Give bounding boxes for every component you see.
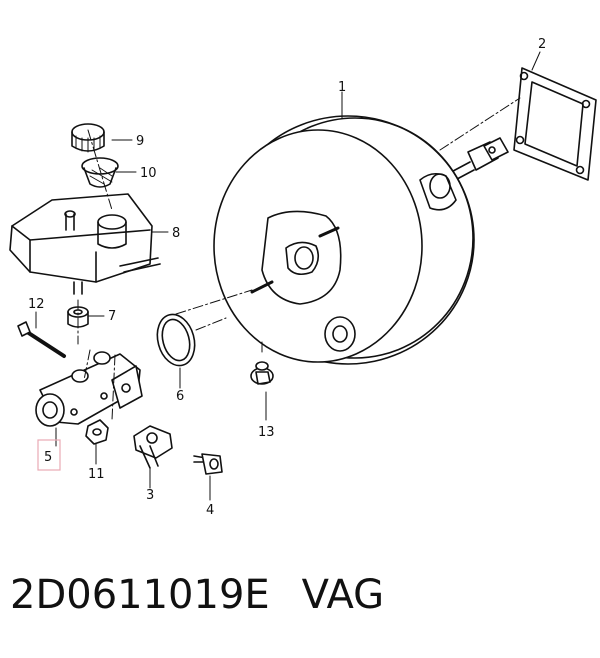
callout-5: 5 bbox=[44, 450, 52, 465]
screw-fastener bbox=[250, 361, 274, 385]
nut bbox=[85, 419, 109, 445]
leader-lines bbox=[35, 51, 541, 501]
assembly-lines bbox=[77, 97, 521, 421]
callout-1: 1 bbox=[338, 80, 346, 95]
callout-4: 4 bbox=[206, 503, 214, 518]
part-caption: 2D0611019E VAG bbox=[10, 572, 384, 618]
callout-3: 3 bbox=[146, 488, 154, 503]
long-bolt bbox=[17, 321, 66, 358]
callout-10: 10 bbox=[140, 166, 157, 181]
strainer bbox=[81, 157, 119, 188]
gasket-plate bbox=[513, 67, 597, 181]
o-ring bbox=[156, 313, 196, 367]
callout-2: 2 bbox=[538, 37, 546, 52]
callout-8: 8 bbox=[172, 226, 180, 241]
callout-13: 13 bbox=[258, 425, 275, 440]
callout-5-highlight bbox=[37, 439, 61, 471]
callout-6: 6 bbox=[176, 389, 184, 404]
callouts: 1 2 3 4 5 6 7 8 9 10 11 12 13 bbox=[28, 37, 546, 518]
callout-7: 7 bbox=[108, 309, 116, 324]
banjo-fitting bbox=[133, 425, 173, 469]
master-cylinder bbox=[35, 351, 143, 427]
part-number: 2D0611019E bbox=[10, 572, 270, 618]
reservoir-cap bbox=[71, 123, 105, 153]
bleed-screw bbox=[193, 453, 223, 475]
brand-label: VAG bbox=[301, 572, 385, 618]
callout-11: 11 bbox=[88, 467, 105, 482]
brake-booster bbox=[213, 115, 475, 365]
callout-9: 9 bbox=[136, 134, 144, 149]
callout-12: 12 bbox=[28, 297, 45, 312]
fluid-reservoir bbox=[9, 193, 161, 295]
